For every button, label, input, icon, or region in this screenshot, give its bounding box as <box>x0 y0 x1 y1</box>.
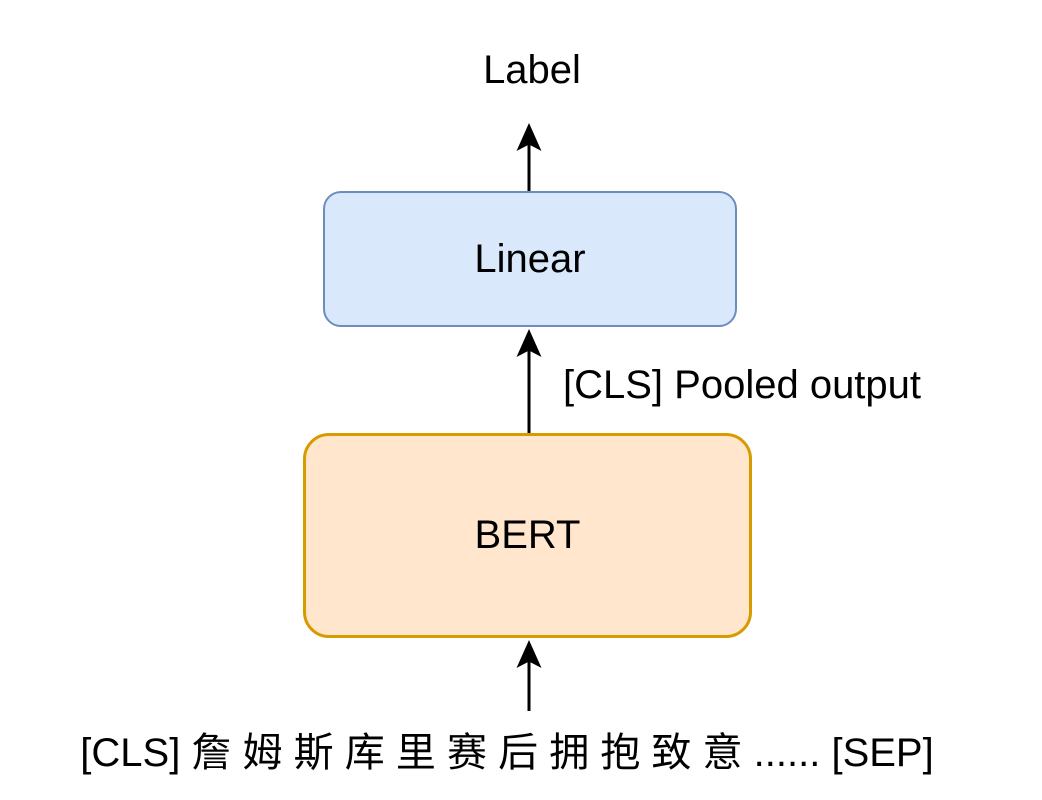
linear-layer-box: Linear <box>323 191 737 327</box>
linear-layer-label: Linear <box>474 236 586 281</box>
bert-model-label: BERT <box>474 513 581 557</box>
output-label-text: Label <box>483 48 581 92</box>
input-sequence-text: [CLS] 詹 姆 斯 库 里 赛 后 拥 抱 致 意 ...... [SEP] <box>80 731 934 775</box>
arrow-up-bert-to-linear-icon <box>516 329 542 434</box>
bert-model-box: BERT <box>303 433 752 638</box>
arrow-up-input-to-bert-icon <box>516 640 542 711</box>
arrow-up-linear-to-label-icon <box>516 123 542 192</box>
pooled-output-annotation: [CLS] Pooled output <box>563 363 922 407</box>
